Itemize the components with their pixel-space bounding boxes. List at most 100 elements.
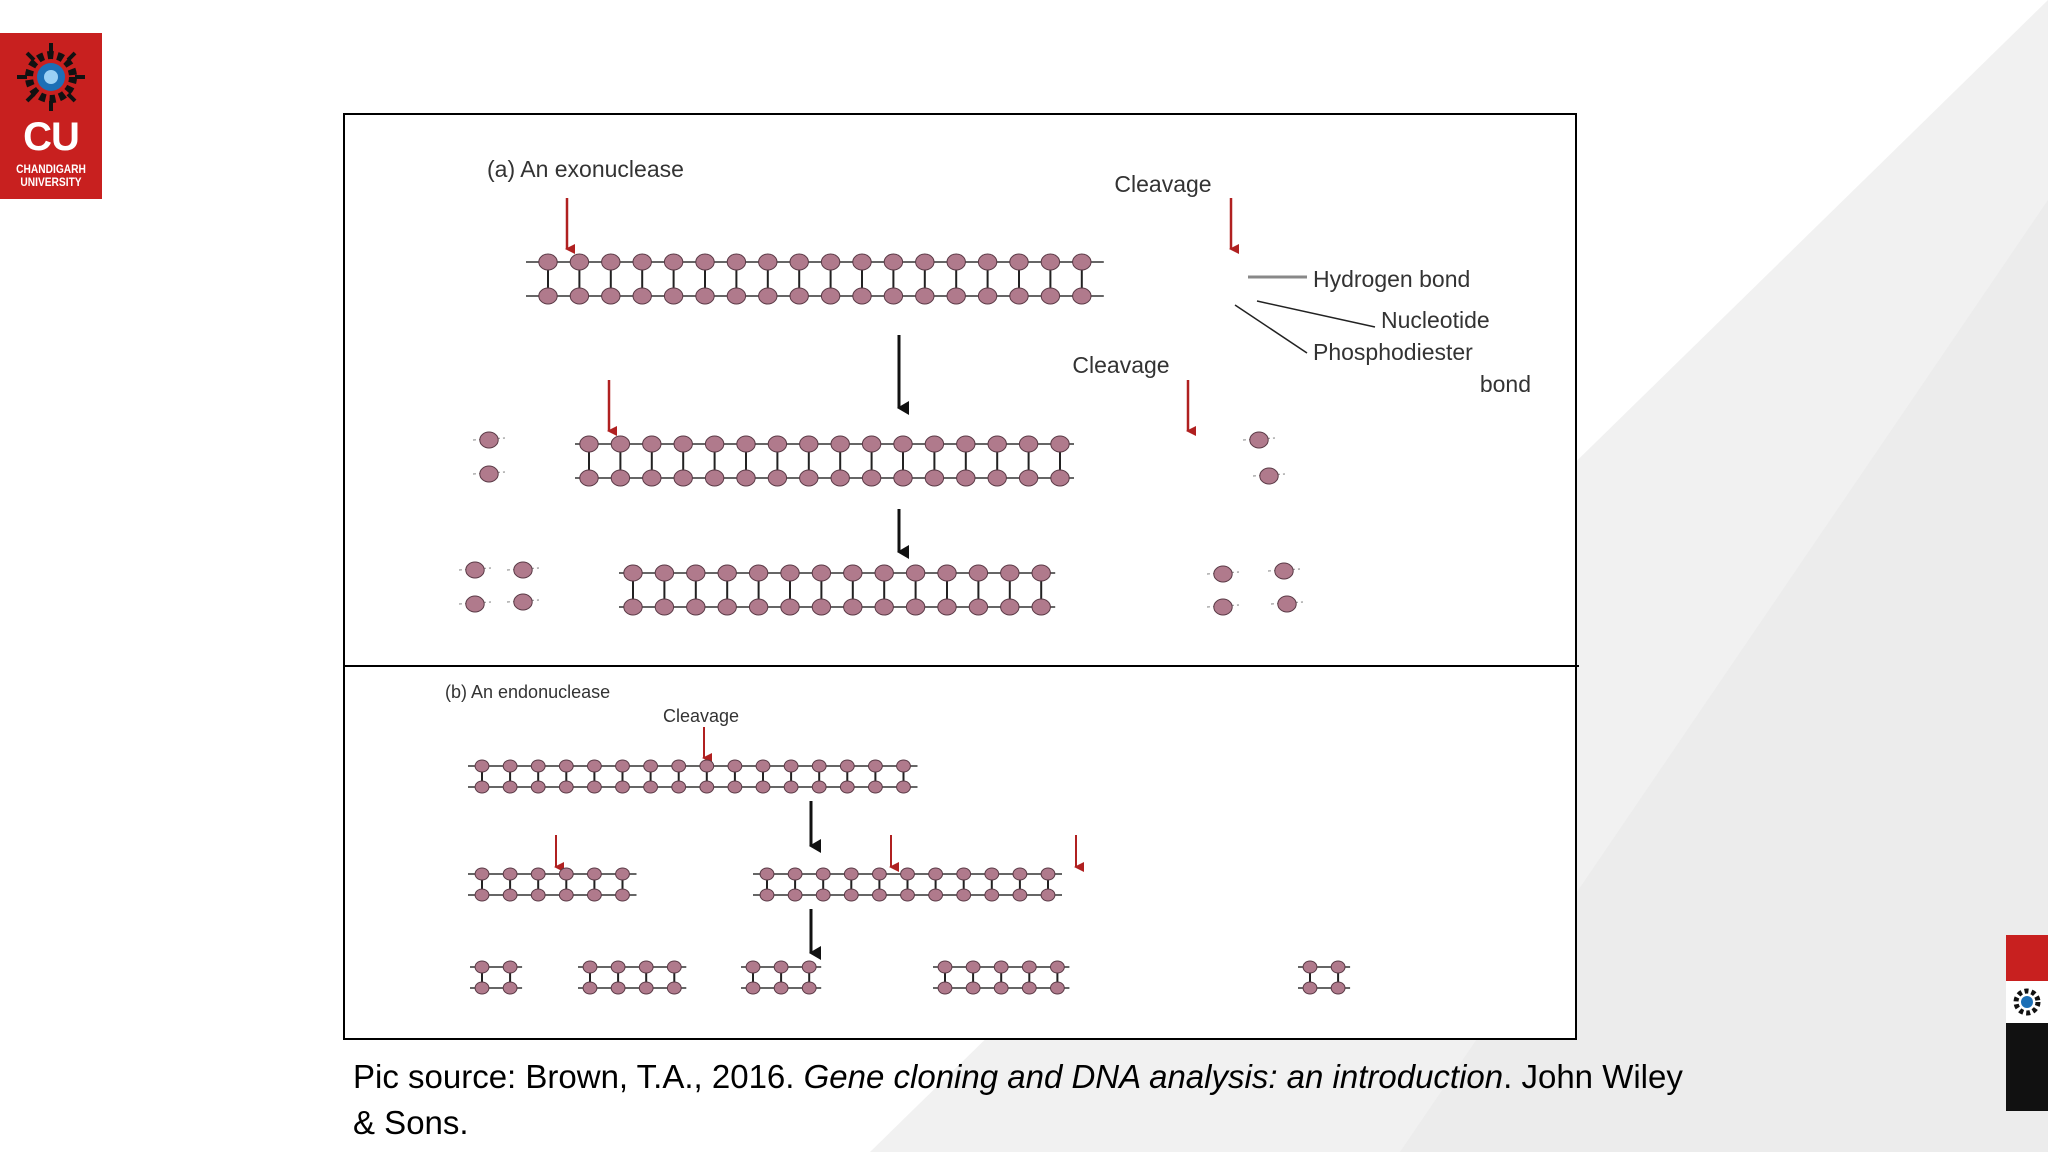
bond-label: bond	[1480, 371, 1531, 397]
nucleotide	[759, 867, 775, 881]
nucleotide	[937, 981, 953, 995]
nucleotide	[1330, 960, 1346, 974]
nucleotide	[699, 759, 715, 773]
nucleotide	[673, 435, 693, 453]
nucleotide	[811, 780, 827, 794]
nucleotide	[872, 888, 887, 902]
nucleotide	[704, 469, 725, 487]
nucleotide	[1050, 981, 1065, 995]
nucleotide	[773, 981, 789, 995]
nucleotide	[686, 564, 706, 582]
nucleotide	[717, 564, 737, 582]
gear-emblem-icon	[2013, 988, 2041, 1016]
nucleotide	[946, 253, 966, 271]
nucleotide	[671, 780, 687, 794]
nucleotide	[956, 435, 976, 453]
nucleotide	[755, 759, 771, 773]
nucleotide	[799, 435, 819, 453]
nucleotide	[615, 888, 630, 902]
cleavage-label-a2: Cleavage	[1072, 352, 1169, 378]
nucleotide	[924, 435, 945, 453]
free-nucleotide	[1277, 595, 1297, 613]
nucleotide	[632, 253, 652, 271]
nucleotide	[965, 960, 981, 974]
nucleotide-pointer	[1256, 300, 1376, 328]
nucleotide	[984, 867, 1000, 881]
nucleotide	[801, 960, 817, 974]
nucleotide	[745, 981, 761, 995]
nucleotide	[474, 759, 490, 773]
nucleotide	[893, 435, 913, 453]
side-accent-red	[2006, 935, 2048, 981]
nucleotide	[915, 253, 935, 271]
nucleotide	[1000, 598, 1020, 616]
nucleotide	[1012, 888, 1028, 902]
nucleotide	[928, 867, 943, 881]
nucleotide	[883, 287, 904, 305]
nucleotide	[905, 598, 926, 616]
nucleotide	[727, 759, 743, 773]
nucleotide	[686, 598, 706, 616]
nucleotide	[610, 960, 626, 974]
nucleotide	[582, 960, 598, 974]
nucleotide	[569, 253, 590, 271]
nucleotide	[820, 253, 841, 271]
nucleotide	[610, 981, 626, 995]
nucleotide	[1031, 564, 1051, 582]
nucleotide	[915, 287, 935, 305]
nucleotide	[1009, 287, 1029, 305]
nucleotide	[815, 867, 831, 881]
nucleotide	[726, 287, 747, 305]
nucleotide	[874, 598, 894, 616]
nucleotide	[474, 981, 490, 995]
free-nucleotide-bond	[472, 437, 506, 441]
nucleotide	[977, 287, 998, 305]
nucleotide	[615, 780, 630, 794]
nucleotide	[1018, 435, 1039, 453]
nucleotide	[905, 564, 926, 582]
nucleotide	[623, 598, 643, 616]
nucleotide	[789, 287, 809, 305]
nucleotide	[601, 253, 621, 271]
nucleotide	[839, 759, 855, 773]
free-nucleotide-bond	[458, 567, 492, 571]
nucleotide	[937, 598, 957, 616]
nucleotide	[474, 780, 490, 794]
phosphodiester-pointer	[1234, 304, 1308, 354]
nucleotide	[928, 888, 943, 902]
phosphodiester-label: Phosphodiester	[1313, 339, 1473, 365]
picture-source-caption: Pic source: Brown, T.A., 2016. Gene clon…	[353, 1054, 1683, 1146]
free-nucleotide-bond	[1242, 437, 1276, 441]
free-nucleotide-bond	[1252, 473, 1286, 477]
free-nucleotide	[1213, 598, 1233, 616]
nucleotide	[852, 253, 872, 271]
panel-a-title: (a) An exonuclease	[487, 156, 684, 182]
caption-prefix: Pic source: Brown, T.A., 2016.	[353, 1058, 804, 1095]
nucleotide	[993, 981, 1009, 995]
nucleotide	[638, 960, 654, 974]
nucleotide	[530, 888, 546, 902]
nucleotide	[530, 759, 546, 773]
caption-suffix: . John Wiley & Sons.	[353, 1058, 1683, 1141]
nucleotide	[502, 780, 518, 794]
nucleotide	[987, 435, 1007, 453]
free-nucleotide-bond	[506, 599, 540, 603]
nucleotide	[811, 564, 832, 582]
nucleotide	[726, 253, 747, 271]
nucleotide	[1050, 960, 1065, 974]
nucleotide	[924, 469, 945, 487]
nucleotide	[666, 960, 682, 974]
nucleotide	[896, 780, 911, 794]
nucleotide	[868, 780, 883, 794]
nucleotide	[993, 960, 1009, 974]
nucleotide	[642, 469, 662, 487]
nucleotide	[601, 287, 621, 305]
nucleotide	[984, 888, 1000, 902]
nucleotide-label: Nucleotide	[1381, 307, 1490, 333]
caption-book-title: Gene cloning and DNA analysis: an introd…	[803, 1058, 1504, 1095]
nucleotide	[956, 888, 972, 902]
logo-university-name: CHANDIGARH UNIVERSITY	[16, 162, 86, 189]
nucleotide	[666, 981, 682, 995]
nucleotide	[745, 960, 761, 974]
nucleotide	[1012, 867, 1028, 881]
